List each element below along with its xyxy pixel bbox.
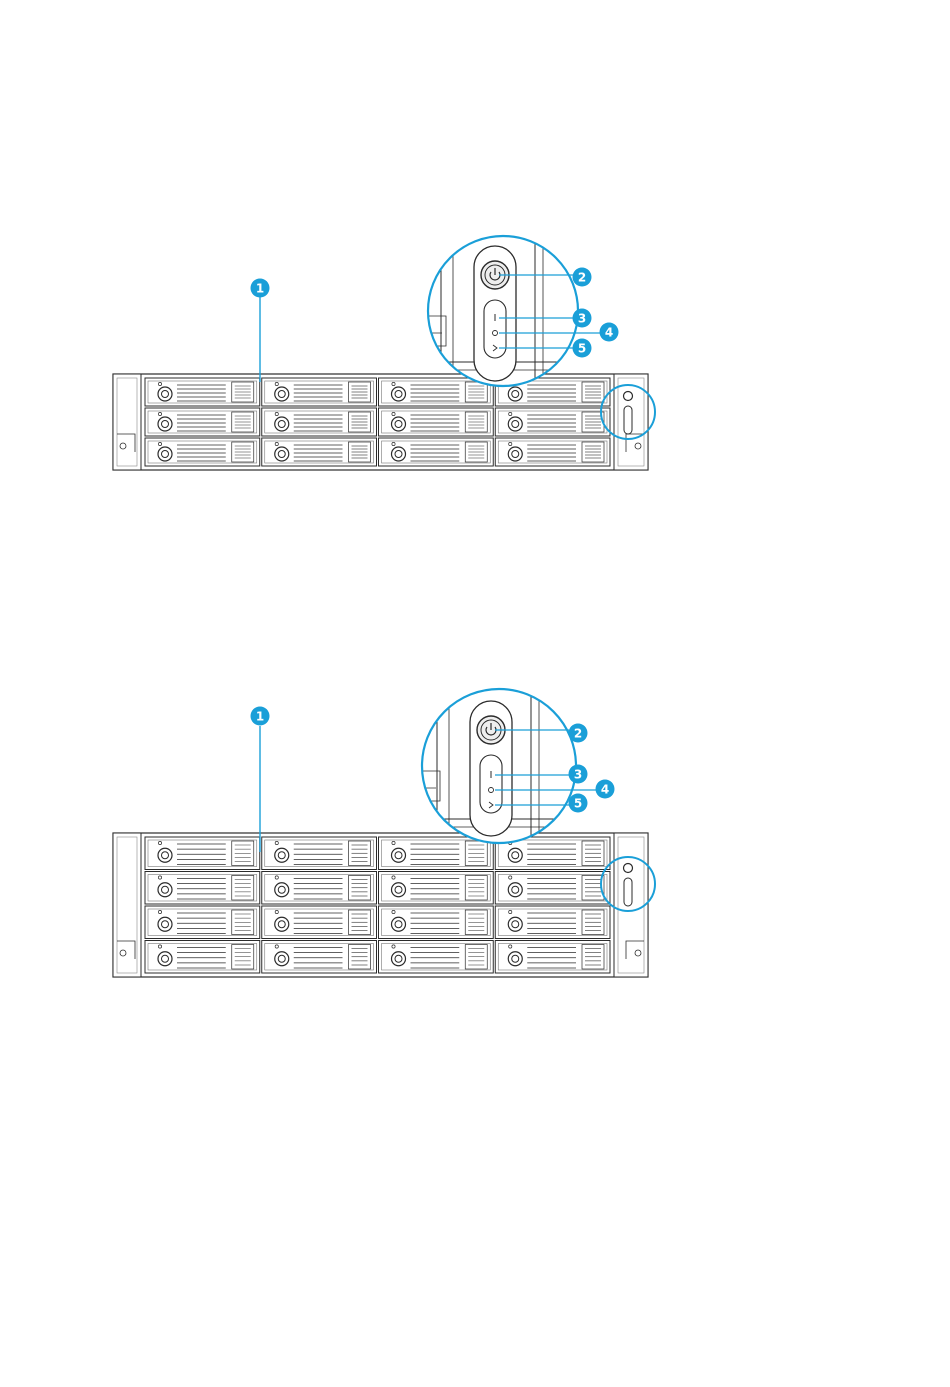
tray-lock-icon bbox=[508, 417, 522, 431]
tray-lock-icon bbox=[392, 883, 406, 897]
drive-tray bbox=[145, 378, 260, 406]
tray-lock-icon bbox=[392, 917, 406, 931]
tray-lock-icon bbox=[158, 417, 172, 431]
tray-lock-icon bbox=[392, 387, 406, 401]
16-bay-front-panel bbox=[113, 833, 655, 977]
power-button-icon bbox=[624, 864, 633, 873]
tray-lock-icon bbox=[158, 917, 172, 931]
power-button-icon bbox=[624, 392, 633, 401]
callout-5: 5 bbox=[573, 339, 592, 358]
drive-tray bbox=[262, 378, 377, 406]
tray-lock-icon bbox=[392, 447, 406, 461]
drive-tray bbox=[495, 906, 610, 939]
callout-4: 4 bbox=[596, 780, 615, 799]
drive-tray bbox=[379, 837, 494, 870]
drive-tray bbox=[262, 941, 377, 974]
tray-lock-icon bbox=[275, 883, 289, 897]
led-strip bbox=[624, 406, 632, 434]
tray-lock-icon bbox=[158, 848, 172, 862]
tray-lock-icon bbox=[508, 387, 522, 401]
tray-lock-icon bbox=[158, 883, 172, 897]
callout-number: 5 bbox=[578, 341, 586, 355]
tray-lock-icon bbox=[508, 883, 522, 897]
tray-lock-icon bbox=[275, 447, 289, 461]
drive-tray bbox=[145, 872, 260, 905]
drive-tray bbox=[145, 408, 260, 436]
tray-lock-icon bbox=[392, 417, 406, 431]
12-bay-front-panel bbox=[113, 374, 655, 470]
callout-3: 3 bbox=[573, 309, 592, 328]
drive-tray bbox=[495, 872, 610, 905]
tray-lock-icon bbox=[508, 848, 522, 862]
tray-lock-icon bbox=[158, 447, 172, 461]
callout-2: 2 bbox=[569, 724, 588, 743]
drive-tray bbox=[495, 941, 610, 974]
drive-tray bbox=[145, 438, 260, 466]
drive-tray bbox=[379, 941, 494, 974]
drive-tray bbox=[495, 438, 610, 466]
tray-lock-icon bbox=[275, 917, 289, 931]
callout-3: 3 bbox=[569, 765, 588, 784]
callout-1: 1 bbox=[251, 279, 270, 298]
tray-lock-icon bbox=[275, 387, 289, 401]
callout-number: 5 bbox=[574, 796, 582, 810]
callout-5: 5 bbox=[569, 794, 588, 813]
callout-number: 2 bbox=[578, 270, 586, 284]
led-strip bbox=[624, 878, 632, 906]
tray-lock-icon bbox=[508, 917, 522, 931]
tray-lock-icon bbox=[508, 447, 522, 461]
callout-number: 3 bbox=[578, 311, 586, 325]
drive-tray bbox=[379, 378, 494, 406]
drive-tray bbox=[379, 906, 494, 939]
drive-tray bbox=[262, 837, 377, 870]
callout-number: 4 bbox=[605, 325, 613, 339]
drive-tray bbox=[379, 438, 494, 466]
tray-lock-icon bbox=[158, 387, 172, 401]
zoom-detail: 2 3 4 5 bbox=[422, 689, 615, 843]
drive-tray bbox=[379, 872, 494, 905]
callout-1: 1 bbox=[251, 707, 270, 726]
tray-lock-icon bbox=[508, 952, 522, 966]
callout-number: 1 bbox=[256, 281, 264, 295]
led-window bbox=[480, 755, 502, 813]
callout-number: 2 bbox=[574, 726, 582, 740]
tray-lock-icon bbox=[158, 952, 172, 966]
drive-tray bbox=[145, 837, 260, 870]
drive-tray bbox=[262, 906, 377, 939]
callout-number: 1 bbox=[256, 709, 264, 723]
drive-tray bbox=[262, 408, 377, 436]
drive-tray bbox=[262, 872, 377, 905]
callout-number: 3 bbox=[574, 767, 582, 781]
zoom-detail: 2 3 4 5 bbox=[428, 236, 619, 386]
callout-number: 4 bbox=[601, 782, 609, 796]
tray-lock-icon bbox=[275, 417, 289, 431]
callout-2: 2 bbox=[573, 268, 592, 287]
drive-tray bbox=[262, 438, 377, 466]
tray-lock-icon bbox=[275, 952, 289, 966]
callout-4: 4 bbox=[600, 323, 619, 342]
tray-lock-icon bbox=[275, 848, 289, 862]
tray-lock-icon bbox=[392, 952, 406, 966]
drive-tray bbox=[145, 906, 260, 939]
drive-tray bbox=[379, 408, 494, 436]
drive-tray bbox=[495, 408, 610, 436]
drive-tray bbox=[145, 941, 260, 974]
tray-lock-icon bbox=[392, 848, 406, 862]
